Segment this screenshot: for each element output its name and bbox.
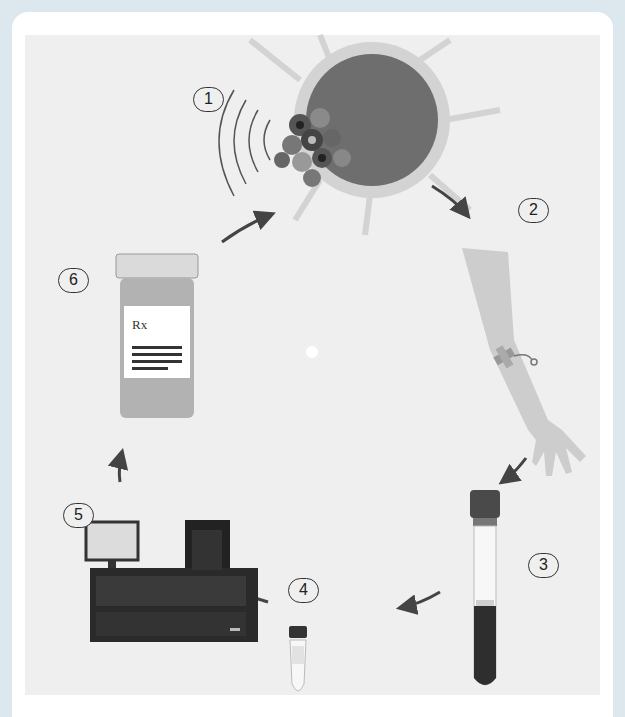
- prescription-symbol: Rx: [132, 318, 147, 332]
- callout-number: 5: [63, 503, 94, 528]
- callout-number: 4: [288, 578, 319, 603]
- callout-number: 2: [518, 198, 549, 223]
- callout-number: 3: [528, 553, 559, 578]
- callout-number: 1: [193, 87, 224, 112]
- callout-number: 6: [58, 268, 89, 293]
